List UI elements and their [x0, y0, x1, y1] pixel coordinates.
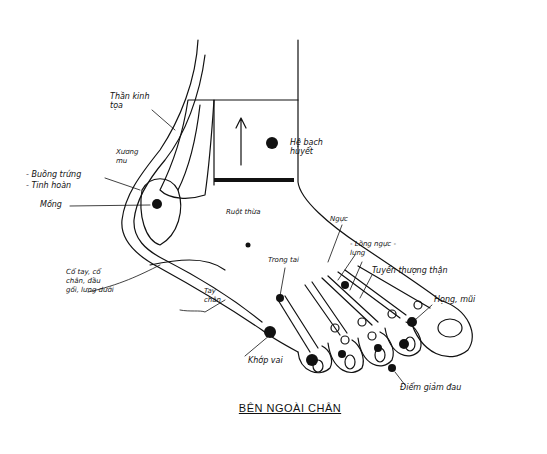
lymph-band: [214, 100, 298, 185]
part-label: - Lồng ngực - lưng: [350, 240, 400, 258]
toe-point: [331, 324, 339, 332]
reflex-point: [341, 281, 349, 289]
toe-point: [388, 310, 396, 318]
metatarsal-line: [338, 270, 406, 318]
big-toe: [410, 300, 472, 357]
arrow-up: [236, 118, 246, 165]
part-label: Mống: [40, 200, 80, 209]
part-label: Trong tai: [268, 256, 318, 265]
toe: [385, 322, 421, 356]
part-label: Ngực: [330, 215, 370, 224]
part-label: - Tinh hoàn: [26, 181, 116, 190]
heel-line: [150, 260, 225, 270]
leader-line: [328, 225, 342, 262]
thick-line: [214, 178, 294, 182]
part-label: Tay chân: [204, 287, 234, 305]
part-label: Điểm giảm đau: [400, 383, 480, 392]
metatarsal-line: [322, 276, 378, 325]
leader-line: [245, 335, 270, 356]
part-label: Khớp vai: [248, 356, 298, 365]
part-label: Cổ tay, cổ chân, đầu gối, lưng dưới: [66, 268, 114, 295]
toe-point: [358, 318, 366, 326]
reflex-point: [264, 326, 276, 338]
toe: [298, 346, 332, 373]
leader-line: [338, 255, 362, 290]
part-label: Hệ bạch huyết: [290, 138, 338, 156]
leader-line: [360, 275, 372, 298]
reflex-point: [306, 354, 318, 366]
reflex-point: [374, 344, 382, 352]
reflex-point: [399, 339, 409, 349]
part-label: Thần kinh tọa: [110, 92, 155, 110]
toe-point: [341, 336, 349, 344]
heel-zone: [141, 179, 181, 245]
metatarsal-line: [285, 296, 318, 348]
sciatic-band: [160, 100, 214, 198]
toe-point: [368, 332, 376, 340]
toenail: [438, 319, 462, 337]
toe-point: [414, 301, 422, 309]
metatarsal-line: [278, 300, 310, 352]
part-label: Ruột thừa: [226, 208, 276, 217]
reflex-point: [246, 243, 251, 248]
part-label: Họng, mũi: [434, 295, 494, 304]
diagram-title: BÊN NGOÀI CHÂN: [239, 402, 341, 414]
toe: [358, 332, 393, 366]
metatarsal-line: [305, 282, 347, 335]
leader-line: [280, 268, 285, 296]
leader-line: [105, 178, 140, 190]
reflex-point: [152, 199, 162, 209]
leader-line: [415, 305, 432, 320]
part-label: Xương mu: [116, 148, 144, 166]
leader-line: [152, 110, 175, 130]
foot-outline: [122, 40, 298, 352]
sciatic-band: [178, 105, 200, 190]
leader-line: [70, 205, 150, 206]
part-label: Tuyến thượng thận: [372, 266, 482, 275]
toe: [328, 340, 363, 372]
part-label: - Buồng trứng: [26, 170, 116, 179]
reflex-point: [407, 317, 417, 327]
reflex-point: [388, 364, 396, 372]
toenail: [345, 355, 355, 369]
reflex-point: [266, 137, 278, 149]
heel-inner: [134, 55, 262, 322]
foot-outline: [298, 40, 440, 300]
reflex-point: [276, 294, 284, 302]
reflex-point: [338, 350, 346, 358]
